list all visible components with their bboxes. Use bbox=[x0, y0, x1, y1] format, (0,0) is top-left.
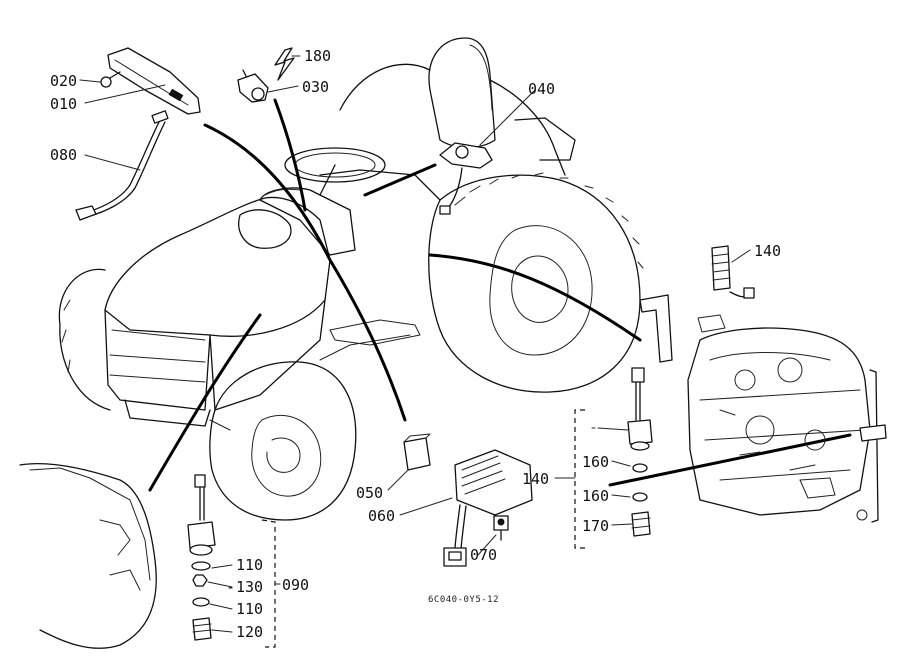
callout-170: 170 bbox=[582, 517, 609, 535]
callout-090: 090 bbox=[282, 576, 309, 594]
part-010-cluster-bar bbox=[107, 47, 201, 115]
callout-020: 020 bbox=[50, 72, 77, 90]
callout-140-top: 140 bbox=[754, 242, 781, 260]
part-050-relay bbox=[403, 433, 431, 471]
callout-120: 120 bbox=[236, 623, 263, 641]
tractor-outline bbox=[58, 37, 644, 521]
callout-060: 060 bbox=[368, 507, 395, 525]
callout-180: 180 bbox=[304, 47, 331, 65]
part-080-cable bbox=[75, 110, 169, 221]
callout-040: 040 bbox=[528, 80, 555, 98]
callout-080: 080 bbox=[50, 146, 77, 164]
part-070-sensor bbox=[493, 515, 509, 541]
callout-140-left: 140 bbox=[522, 470, 549, 488]
callout-160-a: 160 bbox=[582, 453, 609, 471]
assembly-140-transmission bbox=[574, 245, 887, 549]
leader-lines bbox=[148, 98, 852, 492]
part-020-screw bbox=[100, 71, 121, 88]
callout-050: 050 bbox=[356, 484, 383, 502]
callout-130-prefix: - bbox=[226, 578, 235, 596]
callout-110-b: 110 bbox=[236, 600, 263, 618]
callout-070: 070 bbox=[470, 546, 497, 564]
assembly-090 bbox=[19, 463, 276, 649]
part-180-bulb bbox=[274, 47, 295, 81]
part-060-regulator bbox=[443, 449, 533, 567]
part-030-socket bbox=[237, 69, 269, 103]
drawing-code: 6C040-0Y5-12 bbox=[428, 595, 499, 605]
callout-leaders bbox=[79, 55, 751, 633]
callout-labels: 180 020 030 010 040 080 140 160 140 050 … bbox=[50, 47, 781, 641]
callout-130: 130 bbox=[236, 578, 263, 596]
callout-160-b: 160 bbox=[582, 487, 609, 505]
callout-110-a: 110 bbox=[236, 556, 263, 574]
callout-010: 010 bbox=[50, 95, 77, 113]
part-040-switch bbox=[439, 142, 493, 215]
callout-030: 030 bbox=[302, 78, 329, 96]
